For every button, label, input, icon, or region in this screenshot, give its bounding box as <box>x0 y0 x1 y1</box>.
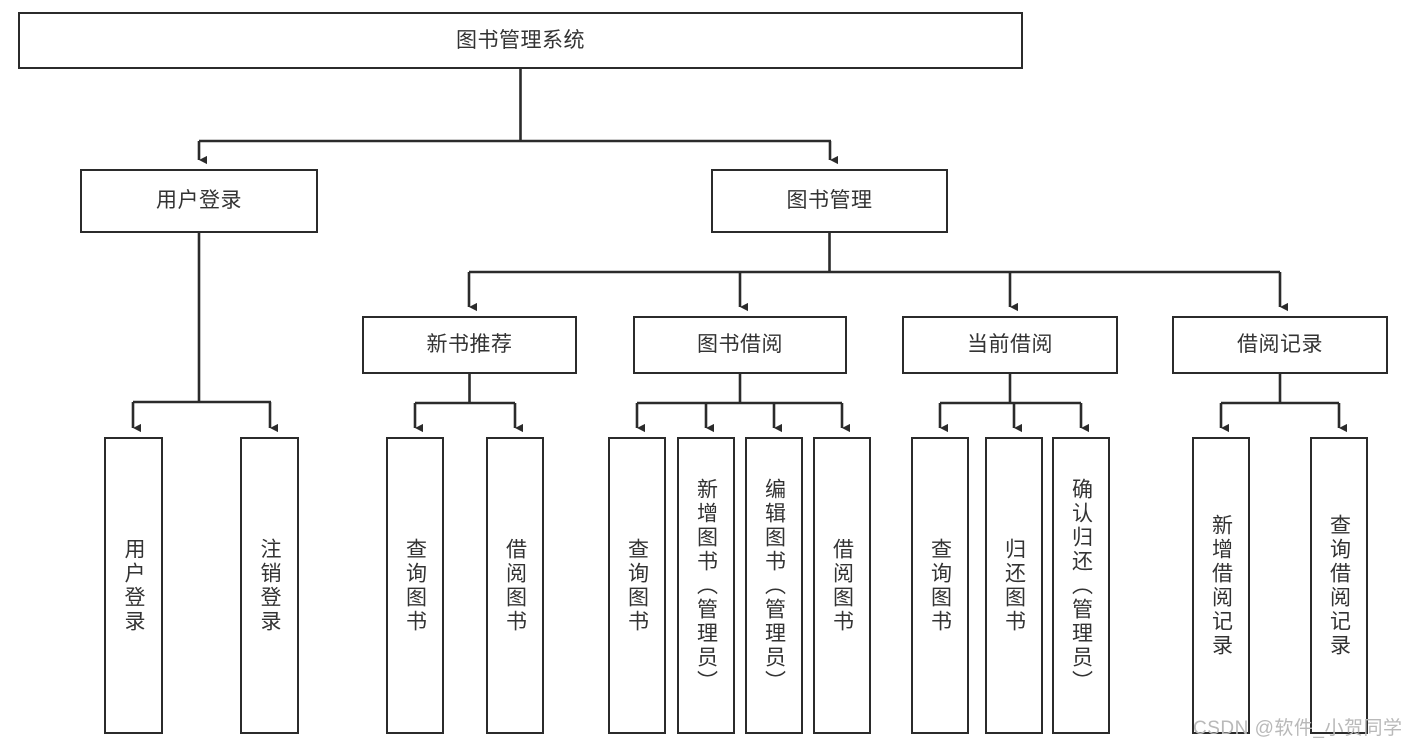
node-leaf-add-book-admin[interactable]: 新增图书（管理员） <box>677 437 735 734</box>
node-leaf-user-logout[interactable]: 注销登录 <box>240 437 299 734</box>
node-leaf-borrow-book-rec-label: 借阅图书 <box>503 537 527 634</box>
csdn-watermark: CSDN @软件_小贺同学 <box>1193 718 1403 739</box>
node-leaf-user-logout-label: 注销登录 <box>258 537 281 634</box>
node-new-book-rec-label: 新书推荐 <box>426 333 513 357</box>
node-leaf-borrow-book[interactable]: 借阅图书 <box>813 437 871 734</box>
node-borrow-record-label: 借阅记录 <box>1237 333 1323 357</box>
node-leaf-borrow-book-rec[interactable]: 借阅图书 <box>486 437 544 734</box>
node-user-login-label: 用户登录 <box>156 189 242 213</box>
node-leaf-query-borrow-record[interactable]: 查询借阅记录 <box>1310 437 1368 734</box>
node-leaf-query-book-rec-label: 查询图书 <box>403 537 427 634</box>
node-book-manage[interactable]: 图书管理 <box>711 169 948 233</box>
node-current-borrow[interactable]: 当前借阅 <box>902 316 1118 374</box>
node-current-borrow-label: 当前借阅 <box>967 333 1053 357</box>
node-leaf-user-login-label: 用户登录 <box>122 537 145 634</box>
node-leaf-query-book-current[interactable]: 查询图书 <box>911 437 969 734</box>
node-leaf-edit-book-admin-label: 编辑图书（管理员） <box>762 477 786 694</box>
node-leaf-query-book-borrow[interactable]: 查询图书 <box>608 437 666 734</box>
node-book-borrow-label: 图书借阅 <box>697 333 783 357</box>
node-book-borrow[interactable]: 图书借阅 <box>633 316 847 374</box>
node-leaf-add-book-admin-label: 新增图书（管理员） <box>694 477 718 694</box>
node-leaf-query-book-rec[interactable]: 查询图书 <box>386 437 444 734</box>
node-leaf-user-login[interactable]: 用户登录 <box>104 437 163 734</box>
node-root-label: 图书管理系统 <box>456 28 585 52</box>
node-borrow-record[interactable]: 借阅记录 <box>1172 316 1388 374</box>
node-leaf-return-book[interactable]: 归还图书 <box>985 437 1043 734</box>
node-book-manage-label: 图书管理 <box>786 189 873 213</box>
node-leaf-borrow-book-label: 借阅图书 <box>830 537 854 634</box>
node-leaf-confirm-return-admin-label: 确认归还（管理员） <box>1069 477 1093 694</box>
node-leaf-query-book-current-label: 查询图书 <box>928 537 952 634</box>
node-leaf-add-borrow-record[interactable]: 新增借阅记录 <box>1192 437 1250 734</box>
node-user-login[interactable]: 用户登录 <box>80 169 318 233</box>
node-leaf-edit-book-admin[interactable]: 编辑图书（管理员） <box>745 437 803 734</box>
node-leaf-query-book-borrow-label: 查询图书 <box>625 537 649 634</box>
node-leaf-add-borrow-record-label: 新增借阅记录 <box>1209 513 1233 658</box>
node-root[interactable]: 图书管理系统 <box>18 12 1023 69</box>
node-new-book-rec[interactable]: 新书推荐 <box>362 316 577 374</box>
node-leaf-query-borrow-record-label: 查询借阅记录 <box>1327 513 1351 658</box>
node-leaf-return-book-label: 归还图书 <box>1002 537 1026 634</box>
node-leaf-confirm-return-admin[interactable]: 确认归还（管理员） <box>1052 437 1110 734</box>
